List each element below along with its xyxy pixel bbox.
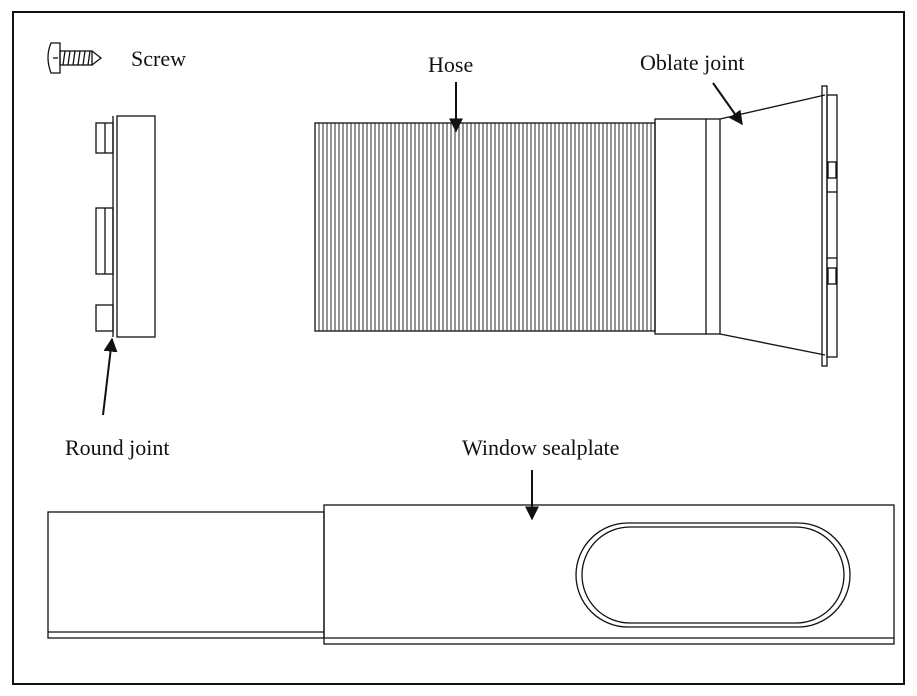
- round-joint-arrow: [102, 337, 118, 416]
- hose-label: Hose: [428, 52, 473, 77]
- oblate-joint-arrow: [712, 82, 743, 126]
- screw-label: Screw: [131, 46, 186, 71]
- hose-body: [314, 122, 656, 332]
- window-sealplate-label: Window sealplate: [462, 435, 619, 460]
- hose-ribs: [318, 123, 652, 331]
- round-joint-label: Round joint: [65, 435, 170, 460]
- round-joint-part: [95, 115, 156, 338]
- oblate-joint-label: Oblate joint: [640, 50, 744, 75]
- screw-icon: [47, 42, 103, 74]
- window-sealplate-part: [47, 504, 895, 645]
- oblate-joint-part: [654, 85, 838, 367]
- diagram-border: [12, 11, 905, 685]
